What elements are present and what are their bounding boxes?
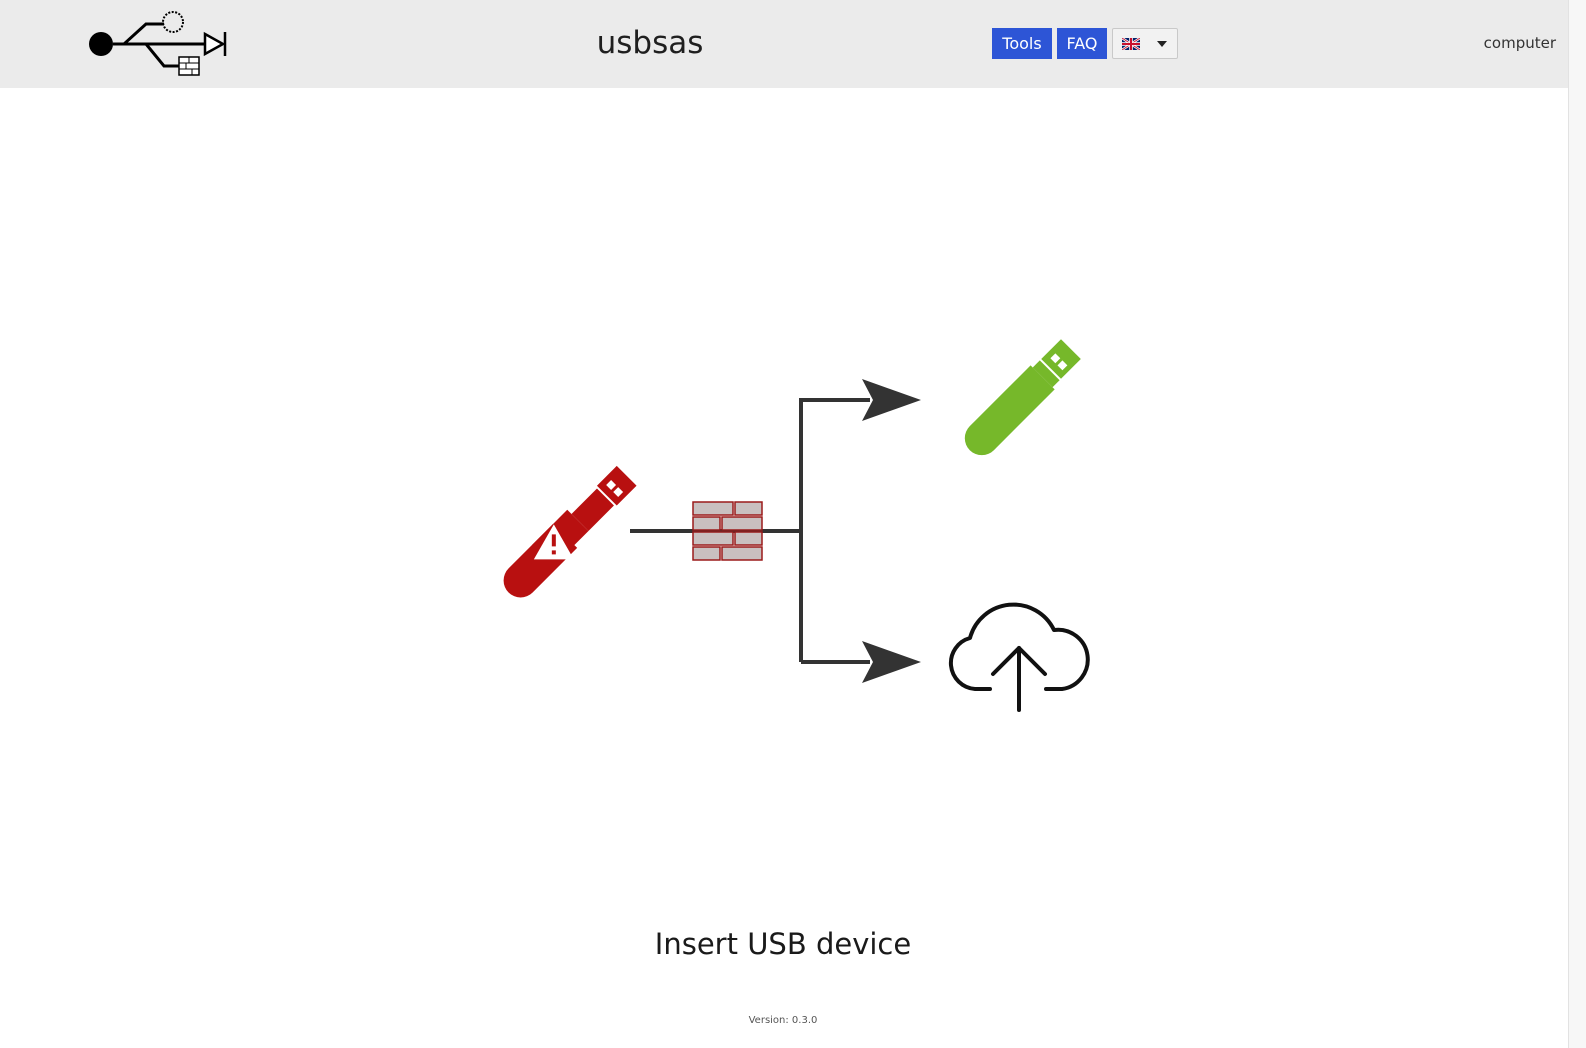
top-bar: usbsas Tools FAQ computer bbox=[0, 0, 1568, 88]
version-label: Version: 0.3.0 bbox=[748, 1015, 818, 1026]
arrow-to-clean-usb-icon bbox=[862, 379, 921, 421]
usb-untrusted-icon bbox=[503, 465, 637, 598]
chevron-down-icon bbox=[1157, 41, 1167, 47]
usbsas-logo-icon bbox=[89, 11, 227, 76]
connector-lines bbox=[630, 398, 870, 664]
language-select[interactable] bbox=[1112, 28, 1178, 59]
arrow-to-cloud-icon bbox=[862, 641, 921, 683]
tools-button[interactable]: Tools bbox=[992, 28, 1052, 59]
cloud-upload-icon bbox=[948, 602, 1090, 712]
usb-clean-icon bbox=[964, 339, 1081, 456]
app-title: usbsas bbox=[596, 25, 704, 61]
uk-flag-icon bbox=[1122, 38, 1140, 50]
hostname-label: computer bbox=[1483, 34, 1556, 52]
page-scrollbar[interactable] bbox=[1568, 0, 1586, 1048]
insert-usb-prompt: Insert USB device bbox=[654, 927, 912, 961]
workflow-diagram bbox=[503, 339, 1090, 712]
faq-button[interactable]: FAQ bbox=[1057, 28, 1107, 59]
firewall-icon bbox=[692, 501, 763, 561]
